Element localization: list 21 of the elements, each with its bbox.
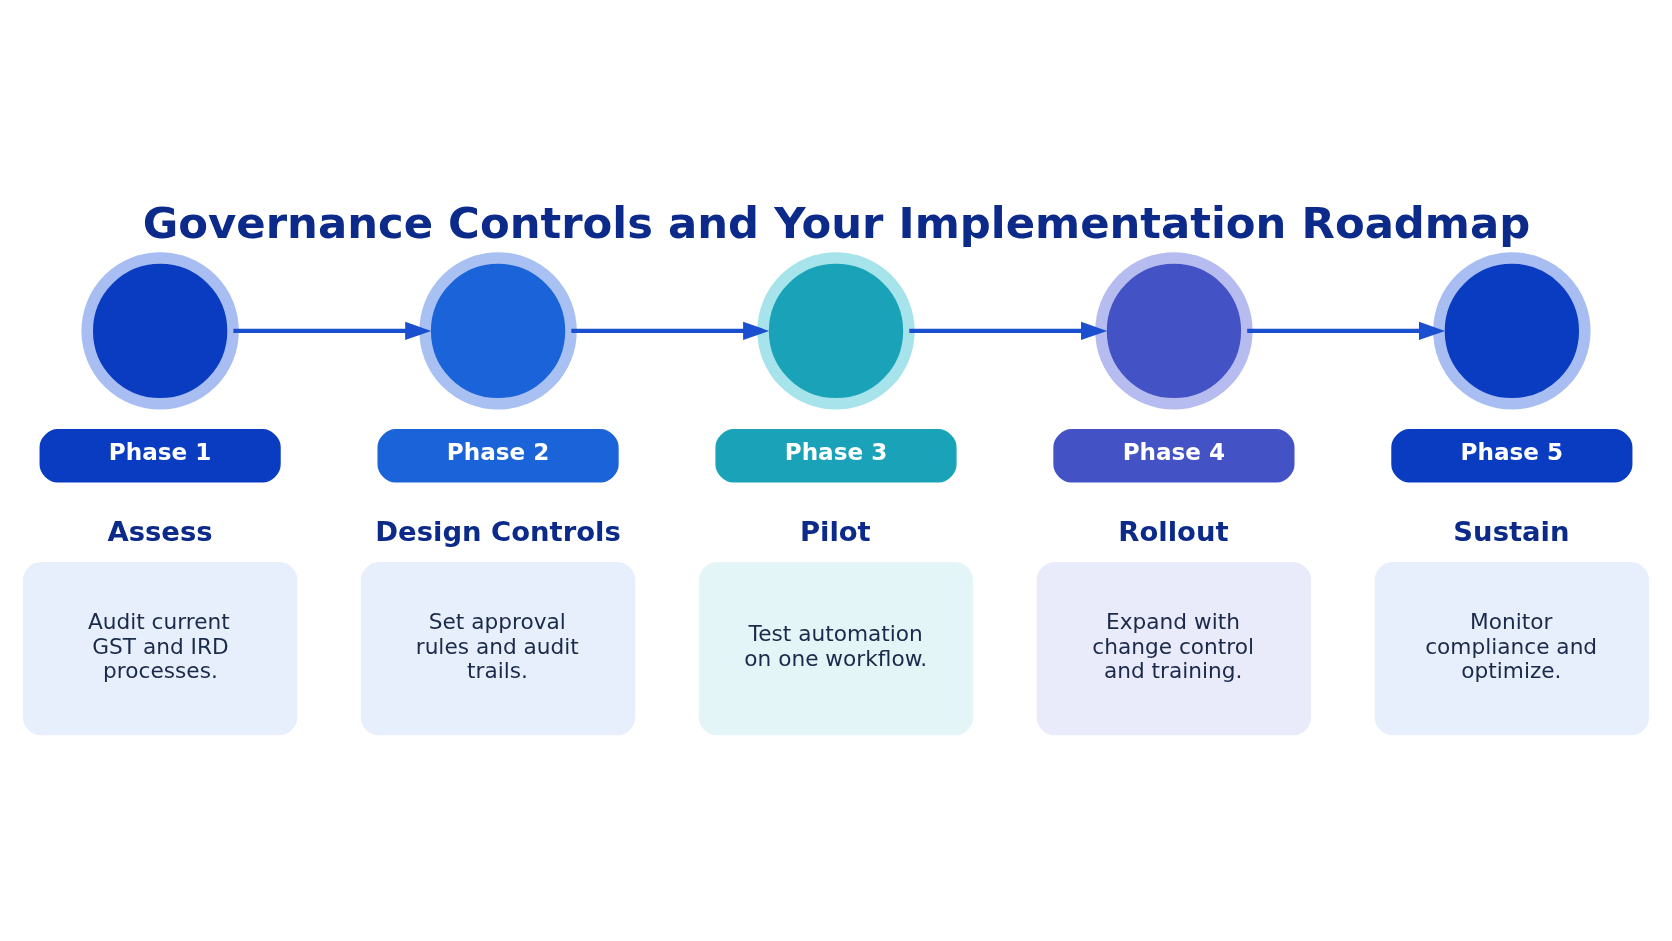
node-box: Test automation on one workflow. xyxy=(698,561,974,735)
node-circle xyxy=(1433,251,1591,410)
arrow xyxy=(571,321,770,340)
node-label: Design Controls xyxy=(375,515,621,547)
arrow xyxy=(1247,321,1445,340)
node-circle xyxy=(81,251,239,410)
node-label: Pilot xyxy=(799,515,871,547)
arrow xyxy=(233,321,432,340)
node-label: Assess xyxy=(107,515,213,547)
node-circle xyxy=(419,251,577,410)
node-box: Phase 1 xyxy=(39,428,281,483)
node-box: Phase 2 xyxy=(377,428,619,483)
node-box: Phase 4 xyxy=(1053,428,1295,483)
arrow xyxy=(909,321,1108,340)
node-circle xyxy=(1095,251,1253,410)
node-label: Rollout xyxy=(1118,515,1229,547)
diagram-title: Governance Controls and Your Implementation Roadmap xyxy=(142,197,1531,248)
node-label: Sustain xyxy=(1453,515,1570,547)
node-box: Phase 5 xyxy=(1391,428,1633,483)
node-box: Phase 3 xyxy=(715,428,957,483)
node-circle xyxy=(757,251,915,410)
